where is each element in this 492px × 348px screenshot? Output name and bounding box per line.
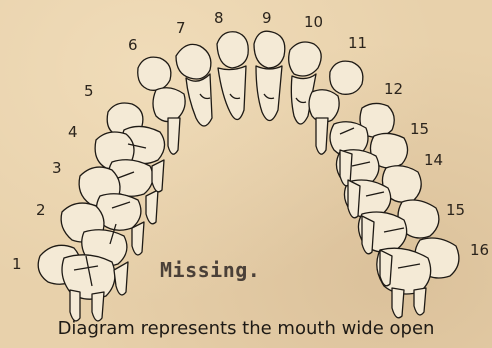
tooth-number-16: 16 [470,243,489,258]
right-molars [330,103,459,317]
diagram-caption: Diagram represents the mouth wide open [0,318,492,339]
upper-canines [138,57,363,154]
tooth-number-2: 2 [36,203,46,218]
tooth-number-9: 9 [262,11,272,26]
tooth-number-7: 7 [176,21,186,36]
tooth-number-12: 12 [384,82,403,97]
tooth-number-3: 3 [52,161,62,176]
tooth-number-5: 5 [84,84,94,99]
tooth-number-11: 11 [348,36,367,51]
tooth-number-10: 10 [304,15,323,30]
tooth-number-15: 15 [446,203,465,218]
left-molars [38,103,164,321]
tooth-number-4: 4 [68,125,78,140]
tooth-number-6: 6 [128,38,138,53]
tooth-number-8: 8 [214,11,224,26]
tooth-number-14: 14 [424,153,443,168]
upper-incisors [176,31,321,126]
missing-stamp: Missing. [160,258,260,282]
tooth-number-1: 1 [12,257,22,272]
tooth-number-13: 15 [410,122,429,137]
